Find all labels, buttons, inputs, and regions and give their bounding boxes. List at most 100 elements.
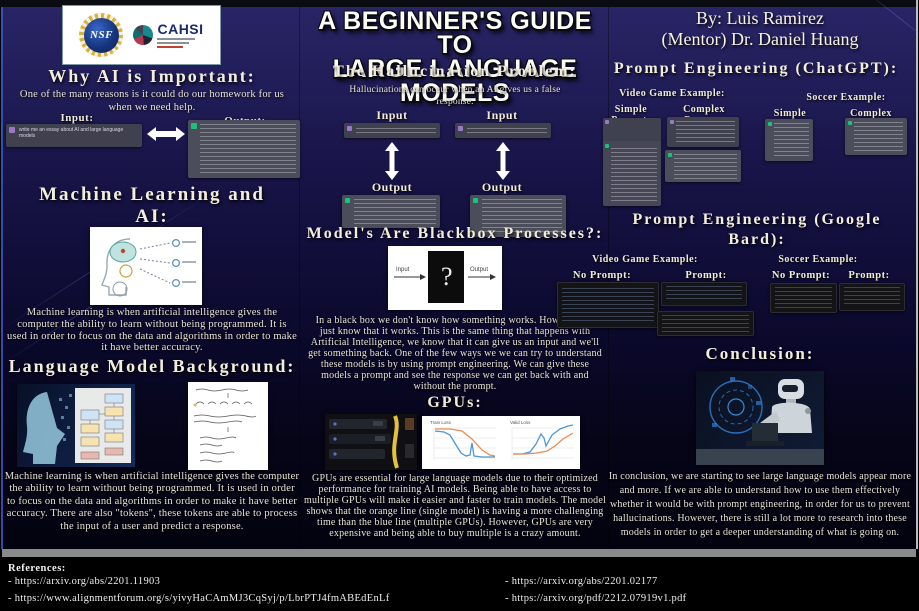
assistant-avatar-icon <box>191 123 197 129</box>
left-column: NSF CAHSI Why AI is Important: One of th… <box>4 0 300 549</box>
bard-screenshot-soccer-prompt <box>839 283 905 311</box>
ml-heading: Machine Learning and AI: <box>4 184 300 228</box>
user-avatar-icon <box>347 126 352 131</box>
bard-screenshot-soccer-no-prompt <box>770 283 837 313</box>
blackbox-diagram: Input ? Output <box>394 251 496 303</box>
blackbox-diagram-image: Input ? Output <box>388 246 502 310</box>
gpu-hardware-photo <box>325 414 417 470</box>
input-label: Input: <box>60 112 94 124</box>
byline-author: By: Luis Ramirez <box>696 8 824 28</box>
cahsi-tagline-line <box>157 42 190 44</box>
byline: By: Luis Ramirez (Mentor) Dr. Daniel Hua… <box>610 8 910 49</box>
chatgpt-output-screenshot <box>342 195 440 228</box>
machine-learning-diagram-image <box>90 227 202 305</box>
prompt-label: Prompt: <box>848 270 890 281</box>
logo-box: NSF CAHSI <box>62 5 221 65</box>
bard-screenshots <box>553 282 915 338</box>
chatgpt-input-text: write me an essay about AI and large lan… <box>19 127 124 139</box>
transformer-head-image <box>17 384 135 467</box>
column-divider <box>299 7 300 549</box>
screenshot-text-lines <box>662 315 749 332</box>
assistant-avatar-icon <box>668 153 672 157</box>
assistant-avatar-icon <box>345 198 350 203</box>
column-divider <box>608 7 609 549</box>
chart-title-left: Train Loss <box>430 420 452 425</box>
cahsi-logo-text: CAHSI <box>157 22 203 48</box>
training-loss-charts-image: Train Loss Valid Loss <box>422 416 580 469</box>
chatgpt-section-heading: Prompt Engineering (ChatGPT): <box>613 60 899 77</box>
chatgpt-prompt-engineering-section: Prompt Engineering (ChatGPT): Video Game… <box>596 60 916 208</box>
no-prompt-label: No Prompt: <box>572 270 632 281</box>
bard-section-heading: Prompt Engineering (Google Bard): <box>576 210 919 250</box>
chatgpt-screenshot-vg-complex-prompt <box>667 117 739 147</box>
screenshot-text-lines <box>467 128 547 133</box>
references-footer: References: - https://arxiv.org/abs/2201… <box>0 549 919 611</box>
lm-background-body: Machine learning is when artificial inte… <box>4 471 300 532</box>
reference-link[interactable]: - https://arxiv.org/abs/2201.02177 <box>505 576 658 587</box>
nsf-logo: NSF <box>79 13 124 57</box>
chatgpt-screenshot-vg-simple <box>603 118 661 206</box>
user-avatar-icon <box>458 126 463 131</box>
double-arrow-vertical-icon <box>496 142 510 180</box>
ml-body: Machine learning is when artificial inte… <box>7 307 297 354</box>
assistant-avatar-icon <box>473 198 478 203</box>
gpus-body: GPUs are essential for large language mo… <box>303 473 606 539</box>
screenshot-text-lines <box>482 199 562 234</box>
chatgpt-screenshot-soccer-complex <box>845 118 907 155</box>
cahsi-label: CAHSI <box>157 21 204 37</box>
assistant-avatar-icon <box>605 144 609 148</box>
user-avatar-icon <box>9 127 15 133</box>
chatgpt-screenshot-vg-complex-response <box>665 150 741 182</box>
screenshot-text-lines <box>562 288 654 324</box>
why-ai-body: One of the many reasons is it could do o… <box>19 89 285 113</box>
handwritten-notes-image <box>188 382 268 470</box>
reference-link[interactable]: - https://arxiv.org/pdf/2212.07919v1.pdf <box>505 593 687 604</box>
soccer-example-label: Soccer Example: <box>806 92 886 103</box>
blackbox-question-mark: ? <box>441 262 453 291</box>
whiteboard-notes-sketch <box>193 388 257 463</box>
chatgpt-screenshot-soccer-simple <box>765 119 813 161</box>
cahsi-logo: CAHSI <box>133 22 203 48</box>
conclusion-robot-image <box>696 371 824 465</box>
user-avatar-icon <box>670 120 674 124</box>
video-game-example-label: Video Game Example: <box>619 88 725 99</box>
chatgpt-output-screenshot <box>470 195 566 237</box>
screenshot-text-lines <box>611 148 657 203</box>
digital-head-diagram <box>23 388 131 464</box>
screenshot-text-lines <box>844 287 900 307</box>
prompt-label: Prompt: <box>685 270 727 281</box>
blackbox-output-label: Output <box>470 267 488 273</box>
hallucination-input-label: Input <box>486 108 518 122</box>
hallucination-subtitle: Hallucinations can occur when an AI give… <box>349 85 561 107</box>
nsf-label: NSF <box>90 29 113 41</box>
gpu-photo-sketch <box>325 414 417 470</box>
cahsi-globe-icon <box>133 25 154 45</box>
screenshot-text-lines <box>666 286 742 302</box>
why-ai-heading: Why AI is Important: <box>48 66 256 86</box>
hallucination-output-label: Output <box>371 180 413 194</box>
chatgpt-input-screenshot <box>455 123 551 138</box>
user-avatar-icon <box>605 120 609 124</box>
blackbox-body: In a black box we don't know how somethi… <box>308 315 602 392</box>
no-prompt-label: No Prompt: <box>771 270 831 281</box>
bard-heading-line2: Bard): <box>728 231 786 248</box>
right-edge-line <box>916 0 918 611</box>
cahsi-tagline-line <box>157 46 184 48</box>
left-edge-accent <box>1 7 3 549</box>
references-heading: References: <box>8 563 66 574</box>
screenshot-text-lines <box>774 123 809 158</box>
gpus-heading: GPUs: <box>427 394 483 411</box>
chart-title-right: Valid Loss <box>510 420 531 425</box>
robot-at-laptop-sketch <box>696 377 824 465</box>
screenshot-text-lines <box>356 128 436 133</box>
nsf-logo-text: NSF <box>83 17 119 53</box>
bard-screenshot-vg-prompt-response <box>657 311 754 336</box>
assistant-avatar-icon <box>848 121 852 125</box>
double-arrow-vertical-icon <box>385 142 399 180</box>
reference-link[interactable]: - https://arxiv.org/abs/2201.11903 <box>8 576 161 587</box>
poster-title-line1: A Beginner's Guide to <box>318 7 592 59</box>
conclusion-section: Conclusion: In conclusion, we are starti… <box>608 344 912 549</box>
screenshot-text-lines <box>354 199 436 225</box>
reference-link[interactable]: - https://www.alignmentforum.org/s/yivyH… <box>8 593 390 604</box>
